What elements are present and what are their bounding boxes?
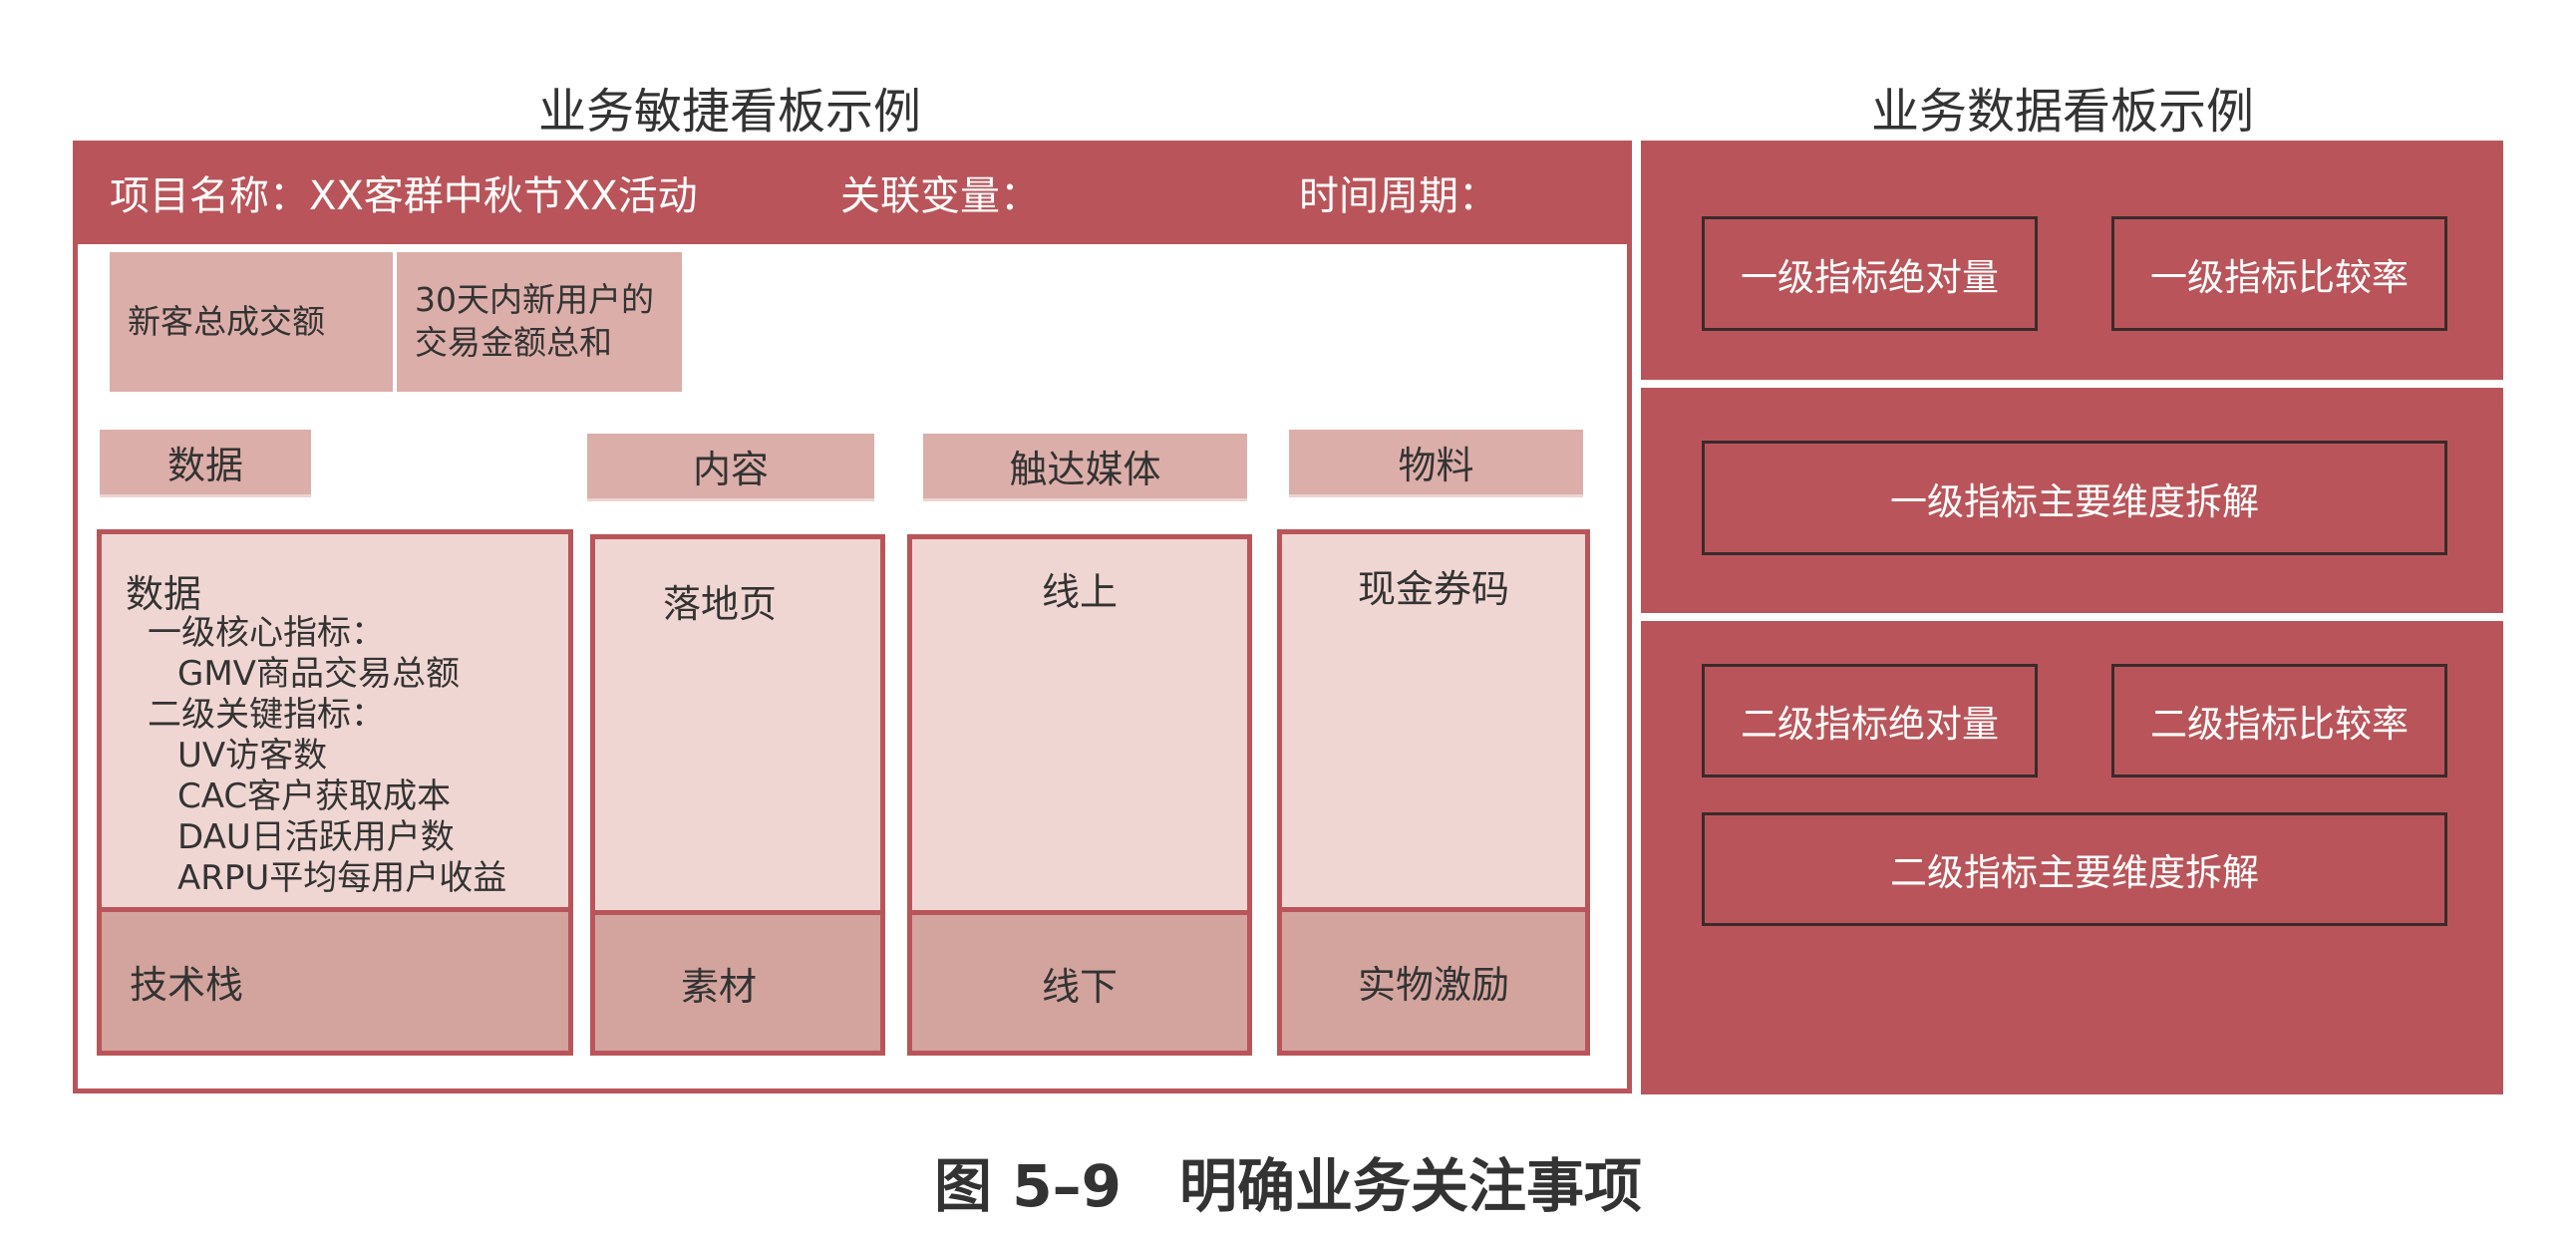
kpi-name: 新客总成交额 — [110, 252, 393, 392]
metric-l1-heading: 一级核心指标： — [148, 613, 385, 653]
landing-page-text: 落地页 — [662, 581, 777, 626]
metric-uv: UV访客数 — [177, 736, 328, 775]
data-board-panel-3 — [1641, 621, 2503, 1094]
kpi-desc-line-1: 30天内新用户的 — [415, 280, 654, 320]
figure-caption: 图 5–9 明确业务关注事项 — [934, 1152, 1642, 1220]
kpi-desc-line-2: 交易金额总和 — [415, 323, 612, 362]
material-assets-text: 素材 — [680, 964, 757, 1009]
l2-rate-box: 二级指标比较率 — [2111, 664, 2447, 777]
data-board-panel-2 — [1641, 388, 2503, 613]
tech-stack-cell: 技术栈 — [97, 907, 573, 1056]
data-board-title: 业务数据看板示例 — [1871, 84, 2255, 140]
kpi-name-text: 新客总成交额 — [128, 301, 325, 341]
metric-l2-heading: 二级关键指标： — [148, 695, 385, 735]
tech-stack-text: 技术栈 — [130, 963, 244, 1007]
l2-absolute-box: 二级指标绝对量 — [1702, 664, 2038, 777]
l1-dimension-box: 一级指标主要维度拆解 — [1702, 441, 2447, 555]
physical-reward-text: 实物激励 — [1357, 963, 1509, 1007]
agile-board-header — [73, 141, 1632, 244]
cash-coupon-text: 现金券码 — [1357, 566, 1509, 611]
offline-text: 线下 — [1041, 964, 1118, 1009]
l1-rate-box: 一级指标比较率 — [2111, 216, 2447, 331]
offline-cell: 线下 — [907, 910, 1252, 1056]
time-period-label: 时间周期： — [1299, 173, 1498, 219]
metric-cac: CAC客户获取成本 — [177, 776, 452, 816]
data-board-panel-1 — [1641, 141, 2503, 380]
l2-dimension-box: 二级指标主要维度拆解 — [1702, 812, 2447, 926]
online-text: 线上 — [1041, 569, 1118, 614]
agile-board-title: 业务敏捷看板示例 — [538, 84, 922, 140]
metric-gmv: GMV商品交易总额 — [177, 654, 460, 694]
category-material: 物料 — [1289, 430, 1583, 497]
project-name-label: 项目名称：XX客群中秋节XX活动 — [110, 173, 698, 219]
kpi-description: 30天内新用户的 交易金额总和 — [397, 252, 682, 392]
related-variable-label: 关联变量： — [840, 173, 1040, 219]
l1-absolute-box: 一级指标绝对量 — [1702, 216, 2038, 331]
category-media: 触达媒体 — [923, 434, 1247, 501]
metric-dau: DAU日活跃用户数 — [177, 817, 455, 857]
data-column-title: 数据 — [126, 572, 202, 616]
metric-arpu: ARPU平均每用户收益 — [177, 858, 507, 898]
material-assets-cell: 素材 — [590, 910, 885, 1056]
category-data: 数据 — [100, 430, 311, 497]
physical-reward-cell: 实物激励 — [1277, 907, 1590, 1056]
category-content: 内容 — [587, 434, 874, 501]
